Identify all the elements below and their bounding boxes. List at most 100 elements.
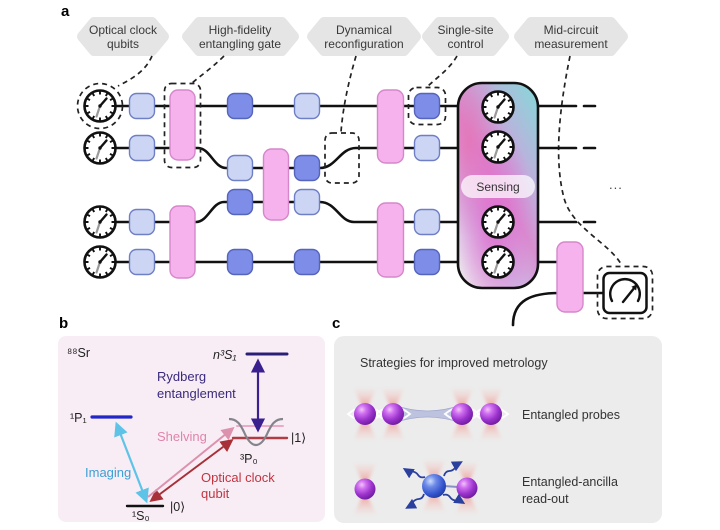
gate-1q-light — [413, 208, 441, 236]
gate-1q-light — [128, 134, 156, 162]
reconfiguration-dashed-outline — [324, 132, 360, 184]
panel-b-letter: b — [59, 315, 68, 332]
clock-qubit-icon — [83, 205, 117, 239]
clock-qubit-label: qubit — [201, 486, 230, 501]
gate-1q-dark — [226, 188, 254, 216]
entangled-ancilla-label: read-out — [522, 492, 569, 506]
leader-line — [117, 55, 153, 87]
gate-2q-entangling — [376, 202, 405, 278]
clock-qubit-icon — [83, 245, 117, 279]
state-one-label: |1⟩ — [291, 431, 306, 445]
ancilla-wire-curve — [511, 291, 561, 327]
gate-2q-entangling — [169, 205, 196, 279]
gate-1q-light — [128, 92, 156, 120]
panel-c-letter: c — [332, 315, 340, 332]
leader-line — [340, 55, 357, 133]
gate-1q-dark — [293, 248, 321, 276]
atom-purple — [382, 403, 404, 425]
gate-1q-dark — [413, 248, 441, 276]
entangled-probes-label: Entangled probes — [522, 408, 620, 422]
clock-qubit-icon — [481, 130, 515, 164]
callout-text: measurement — [534, 37, 608, 51]
ellipsis: ... — [609, 177, 623, 192]
gate-1q-light — [413, 134, 441, 162]
atom-purple — [480, 403, 502, 425]
panel-c-title: Strategies for improved metrology — [360, 356, 548, 370]
panel-a: a Optical clock qubits High-fidelity ent… — [61, 3, 654, 327]
atom-purple — [354, 478, 376, 500]
single-site-dashed-outline — [407, 86, 447, 126]
callout-optical-clock-qubits: Optical clock qubits — [77, 17, 169, 56]
callout-reconfiguration: Dynamical reconfiguration — [307, 17, 421, 56]
gate-1q-dark — [226, 92, 254, 120]
level-label-rydberg: n³S₁ — [213, 348, 236, 362]
callout-text: Mid-circuit — [544, 23, 599, 37]
gate-1q-dark-single-site — [413, 92, 441, 120]
callout-bubble — [422, 17, 509, 56]
callout-bubble — [77, 17, 169, 56]
panel-b: b ⁸⁸Sr n³S₁ ¹P₁ |1⟩ ³P₀ ¹S₀ |0⟩ Rydberg … — [58, 315, 325, 523]
clock-qubit-icon — [83, 89, 117, 123]
panel-c-background — [334, 336, 662, 523]
gate-2q-entangling — [262, 148, 290, 221]
leader-line — [190, 55, 225, 85]
entangling-gate-dashed-outline — [163, 82, 202, 169]
sensing-block: Sensing — [456, 81, 540, 290]
isotope-label: ⁸⁸Sr — [67, 346, 90, 360]
meter-dashed-outline — [596, 265, 654, 320]
rydberg-label: entanglement — [157, 386, 236, 401]
atom-purple — [354, 403, 376, 425]
clock-qubit-icon — [481, 205, 515, 239]
gate-2q-entangling — [169, 89, 196, 161]
atom-purple — [451, 403, 473, 425]
gate-2q-entangling — [376, 89, 405, 164]
rydberg-label: Rydberg — [157, 369, 206, 384]
trap-well-curve — [228, 417, 284, 447]
callout-bubble — [182, 17, 299, 56]
clock-qubit-icon — [83, 131, 117, 165]
callout-text: entangling gate — [199, 37, 281, 51]
callout-text: reconfiguration — [324, 37, 403, 51]
callout-bubble — [307, 17, 421, 56]
callout-entangling-gate: High-fidelity entangling gate — [182, 17, 299, 56]
gate-measure-shelve — [556, 241, 584, 313]
panel-c: c Strategies for improved metrology Enta… — [332, 315, 662, 523]
gate-1q-light — [293, 188, 321, 216]
gate-1q-light — [128, 248, 156, 276]
level-label-p1: ¹P₁ — [70, 411, 87, 425]
level-label-p0: ³P₀ — [240, 452, 258, 466]
leader-line — [557, 55, 622, 265]
sensing-label-pill — [461, 175, 535, 198]
shelving-label: Shelving — [157, 429, 207, 444]
gate-1q-light — [293, 92, 321, 120]
sensing-label: Sensing — [476, 180, 519, 194]
atom-blue-ancilla — [422, 474, 446, 498]
imaging-label: Imaging — [85, 465, 131, 480]
clock-qubit-icon — [481, 245, 515, 279]
callout-text: Single-site — [437, 23, 493, 37]
leader-line — [425, 55, 458, 89]
shelving-arrow — [147, 426, 235, 498]
callout-bubble — [514, 17, 628, 56]
entangled-probes-graphic — [346, 387, 510, 441]
callout-text: Dynamical — [336, 23, 392, 37]
callout-text: control — [447, 37, 483, 51]
entangled-ancilla-label: Entangled-ancilla — [522, 475, 618, 489]
clock-dashed-outline — [76, 82, 124, 130]
clock-qubit-icon — [481, 90, 515, 124]
gate-1q-light — [226, 154, 254, 182]
callout-mid-circuit-measurement: Mid-circuit measurement — [514, 17, 628, 56]
gate-1q-dark — [226, 248, 254, 276]
gate-1q-light — [128, 208, 156, 236]
callout-text: Optical clock — [89, 23, 158, 37]
level-label-s0: ¹S₀ — [132, 509, 150, 523]
gate-1q-dark — [293, 154, 321, 182]
callout-text: qubits — [107, 37, 139, 51]
panel-a-letter: a — [61, 3, 70, 20]
callout-text: High-fidelity — [209, 23, 272, 37]
entangled-ancilla-graphic — [353, 459, 479, 516]
atom-purple — [456, 477, 478, 499]
clock-transition-arrow — [149, 439, 234, 502]
